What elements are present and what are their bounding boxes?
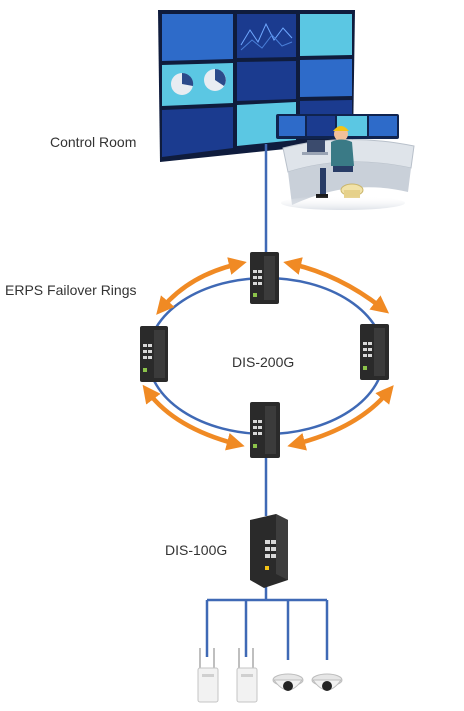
failover-arrows: [142, 257, 394, 451]
arrow-bottom-left: [142, 384, 245, 451]
industrial-switch-icon: [250, 252, 279, 304]
wireless-ap-icon: [236, 648, 258, 703]
edge-switch-label: DIS-100G: [165, 542, 228, 558]
arrow-top-left: [156, 257, 247, 315]
ring-switch-label: DIS-200G: [232, 354, 295, 370]
industrial-switch-icon: [250, 514, 288, 588]
arrow-bottom-right: [287, 385, 394, 451]
wireless-ap-icon: [197, 648, 219, 703]
dome-camera-icon: [311, 673, 343, 691]
dome-camera-icon: [272, 673, 304, 691]
industrial-switch-icon: [250, 402, 280, 458]
operator-desk-icon: [276, 114, 415, 210]
arrow-top-right: [283, 257, 390, 314]
video-wall-icon: [158, 10, 355, 162]
erps-rings-label: ERPS Failover Rings: [5, 282, 137, 298]
industrial-switch-icon: [140, 326, 168, 382]
industrial-switch-icon: [360, 324, 389, 380]
control-room-label: Control Room: [50, 134, 137, 150]
